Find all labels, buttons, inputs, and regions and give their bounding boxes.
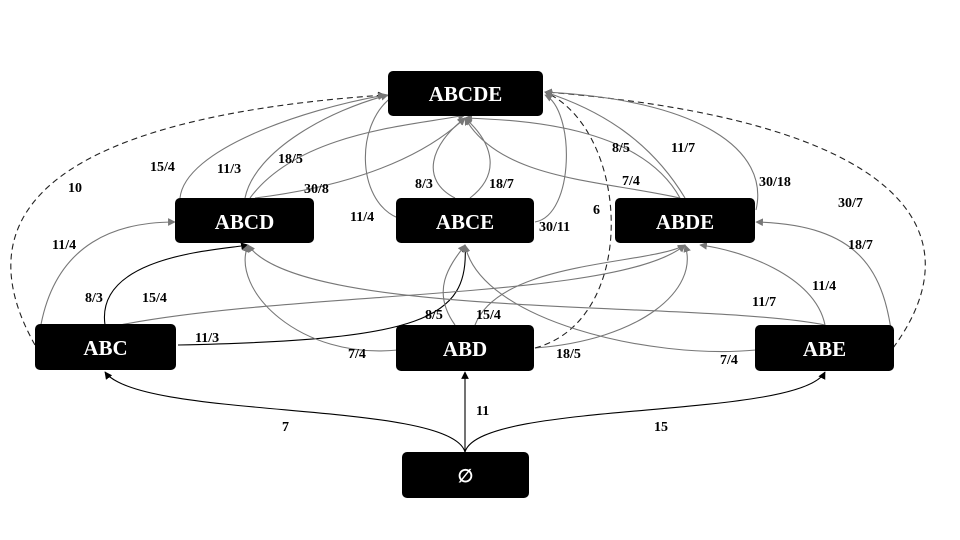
node-abde: ABDE	[615, 198, 755, 243]
node-label-abe: ABE	[803, 337, 846, 361]
edge-abd-abcd	[241, 244, 399, 352]
node-label-abcde: ABCDE	[429, 82, 503, 106]
edge-abcd-abcde-d	[254, 117, 466, 199]
edge-abcd-abcde-c	[249, 112, 466, 199]
edge-abc-abcd-solid	[104, 242, 249, 326]
node-label-abde: ABDE	[656, 210, 714, 234]
edge-label-abcd-abcde-d: 30/8	[304, 182, 329, 197]
edge-label-abde-abcde-a: 8/5	[612, 141, 630, 156]
node-label-empty-set: ∅	[458, 466, 474, 486]
edge-label-empty-abe: 15	[654, 420, 668, 435]
edge-empty-abe	[464, 371, 826, 453]
edge-label-abde-abcde-b: 11/7	[671, 141, 695, 156]
edge-label-abd-abce: 8/5	[425, 308, 443, 323]
edge-abd-abde-top	[474, 244, 686, 326]
edge-label-abcd-abcde-b: 11/3	[217, 162, 241, 177]
edge-abe-abcd	[247, 244, 826, 326]
edge-label-abd-abcde-dashed: 6	[593, 203, 600, 218]
edge-label-abc-abcde-dashed: 10	[68, 181, 82, 196]
edge-abcd-abcde-a	[179, 92, 386, 199]
edge-abde-abcde-outer	[544, 88, 759, 211]
edge-label-abce-abcde-right: 18/7	[489, 177, 514, 192]
edge-abc-abce-solid	[177, 244, 470, 346]
edge-abe-abcde-dashed	[544, 88, 926, 349]
edge-label-empty-abc: 7	[282, 420, 289, 435]
node-label-abcd: ABCD	[215, 210, 275, 234]
edge-abe-abce	[462, 244, 757, 353]
edge-abc-abcde-dashed	[10, 91, 386, 346]
node-empty-set: ∅	[402, 452, 529, 498]
node-label-abc: ABC	[83, 336, 127, 360]
edge-label-abe-abce: 7/4	[720, 353, 738, 368]
edge-label-abde-abcde-outer: 30/18	[759, 175, 791, 190]
edge-abd-abcde-dashed	[534, 91, 612, 349]
edge-label-abe-abde-inner: 11/4	[812, 279, 836, 294]
edge-label-abc-abde-gray: 15/4	[142, 291, 167, 306]
edge-label-abcd-abcde-a: 15/4	[150, 160, 175, 175]
edge-label-empty-abd: 11	[476, 404, 489, 419]
node-label-abce: ABCE	[436, 210, 494, 234]
node-abce: ABCE	[396, 198, 534, 243]
edge-label-abd-abde-bottom: 18/5	[556, 347, 581, 362]
node-abc: ABC	[35, 324, 176, 370]
edge-label-abc-abce-solid: 11/3	[195, 331, 219, 346]
node-label-abd: ABD	[443, 337, 487, 361]
edge-abc-abcd-gray	[39, 218, 176, 331]
edge-abce-abcde-outer-right	[534, 94, 567, 223]
edge-label-abde-abcde-c: 7/4	[622, 174, 640, 189]
edge-label-abcd-abcde-c: 18/5	[278, 152, 303, 167]
edge-label-abe-abde-outer: 18/7	[848, 238, 873, 253]
node-abe: ABE	[755, 325, 894, 371]
node-abcde: ABCDE	[388, 71, 543, 116]
edge-abcd-abcde-b	[244, 93, 389, 199]
edge-empty-abc	[104, 371, 466, 453]
edge-abde-abcde-a	[544, 90, 686, 199]
edge-label-abce-abcde-left: 8/3	[415, 177, 433, 192]
edge-abde-abcde-c	[464, 117, 681, 199]
edge-label-abc-abcd-gray: 11/4	[52, 238, 76, 253]
edge-label-abe-abcd: 11/7	[752, 295, 776, 310]
edge-label-abc-abcd-solid: 8/3	[85, 291, 103, 306]
node-abcd: ABCD	[175, 198, 314, 243]
node-abd: ABD	[396, 325, 534, 371]
edge-abd-abde-bottom	[534, 244, 691, 349]
edge-abc-abde-gray	[119, 244, 686, 326]
edge-abe-abde-inner	[699, 242, 826, 326]
edge-abce-abcde-right	[464, 117, 491, 199]
edge-label-abd-abcd: 7/4	[348, 347, 366, 362]
edge-label-abe-abcde-dashed: 30/7	[838, 196, 863, 211]
edge-label-abce-abcde-outer-left: 11/4	[350, 210, 374, 225]
edge-label-abce-abcde-outer-right: 30/11	[539, 220, 570, 235]
edge-abde-abcde-b	[464, 114, 681, 199]
edge-abd-abce	[442, 244, 466, 326]
edge-abe-abde-outer	[755, 218, 894, 346]
edge-abce-abcde-outer-left	[364, 94, 399, 219]
edge-label-abd-abde-top: 15/4	[476, 308, 501, 323]
edge-abce-abcde-left	[432, 117, 466, 199]
